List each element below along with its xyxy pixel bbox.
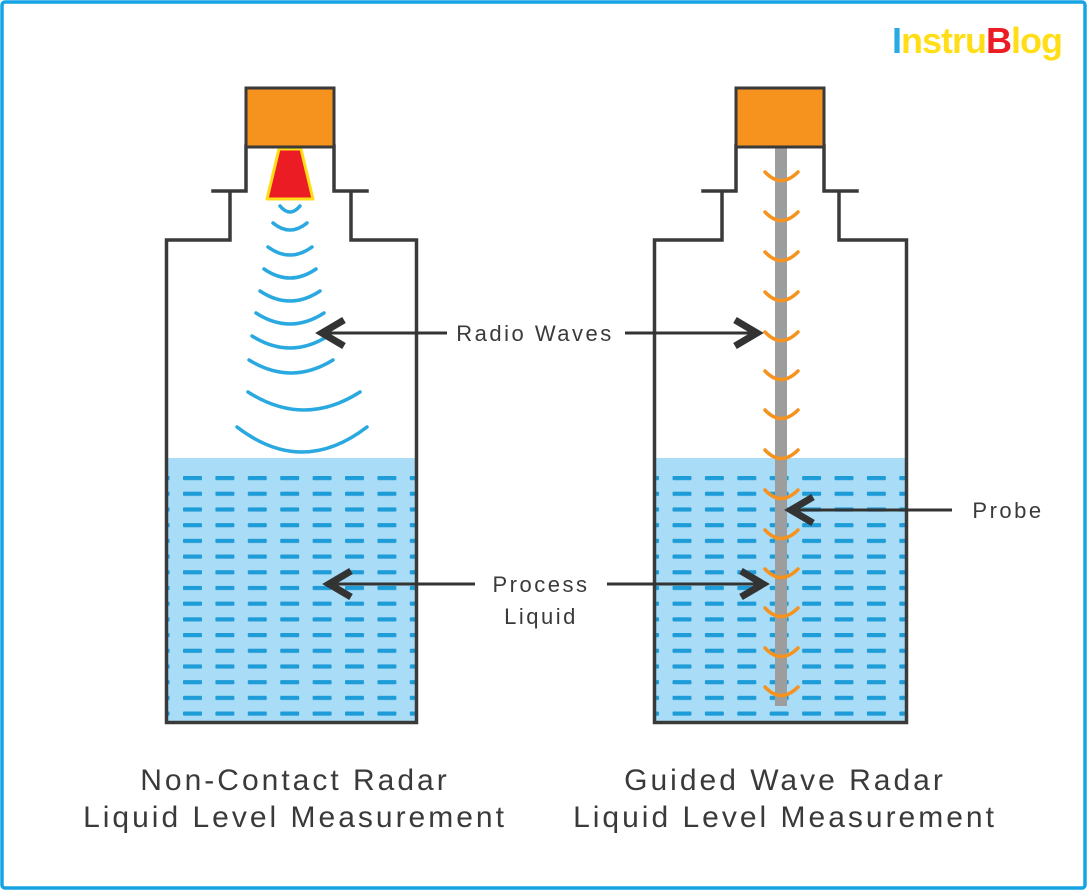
radio-waves-label: Radio Waves xyxy=(456,321,614,346)
process-liquid-label-line1: Process xyxy=(493,572,590,597)
instrublog-logo: InstruBlog xyxy=(892,20,1062,61)
liquid-dash-texture xyxy=(168,470,415,716)
arrowhead-right-icon xyxy=(733,316,764,350)
right-caption-line1: Guided Wave Radar xyxy=(624,764,946,797)
right-caption-line2: Liquid Level Measurement xyxy=(573,801,997,834)
non-contact-radar-tank xyxy=(164,86,419,725)
annotation-arrows xyxy=(315,316,952,601)
horn-antenna xyxy=(265,147,315,201)
arrowhead-left-icon xyxy=(322,567,353,601)
left-caption-line1: Non-Contact Radar xyxy=(140,764,449,797)
logo-part-3: B xyxy=(986,20,1011,61)
arrowhead-left-icon xyxy=(784,493,815,527)
tank-outline xyxy=(164,144,419,725)
guided-waves-arcs xyxy=(763,170,800,698)
radar-waves-arcs xyxy=(235,204,369,454)
guided-wave-probe-rod xyxy=(775,147,787,706)
guided-wave-radar-tank xyxy=(652,86,909,725)
radar-transmitter-housing xyxy=(244,86,336,149)
left-caption-line2: Liquid Level Measurement xyxy=(83,801,507,834)
probe-label: Probe xyxy=(972,498,1043,523)
process-liquid-label-line2: Liquid xyxy=(504,604,578,629)
arrowhead-right-icon xyxy=(739,567,770,601)
arrowhead-left-icon xyxy=(315,316,346,350)
logo-part-2: nstru xyxy=(901,20,986,61)
logo-part-4: log xyxy=(1011,20,1062,61)
tank-outline xyxy=(652,144,909,725)
radar-transmitter-housing xyxy=(734,86,826,149)
logo-part-1: I xyxy=(892,20,901,61)
